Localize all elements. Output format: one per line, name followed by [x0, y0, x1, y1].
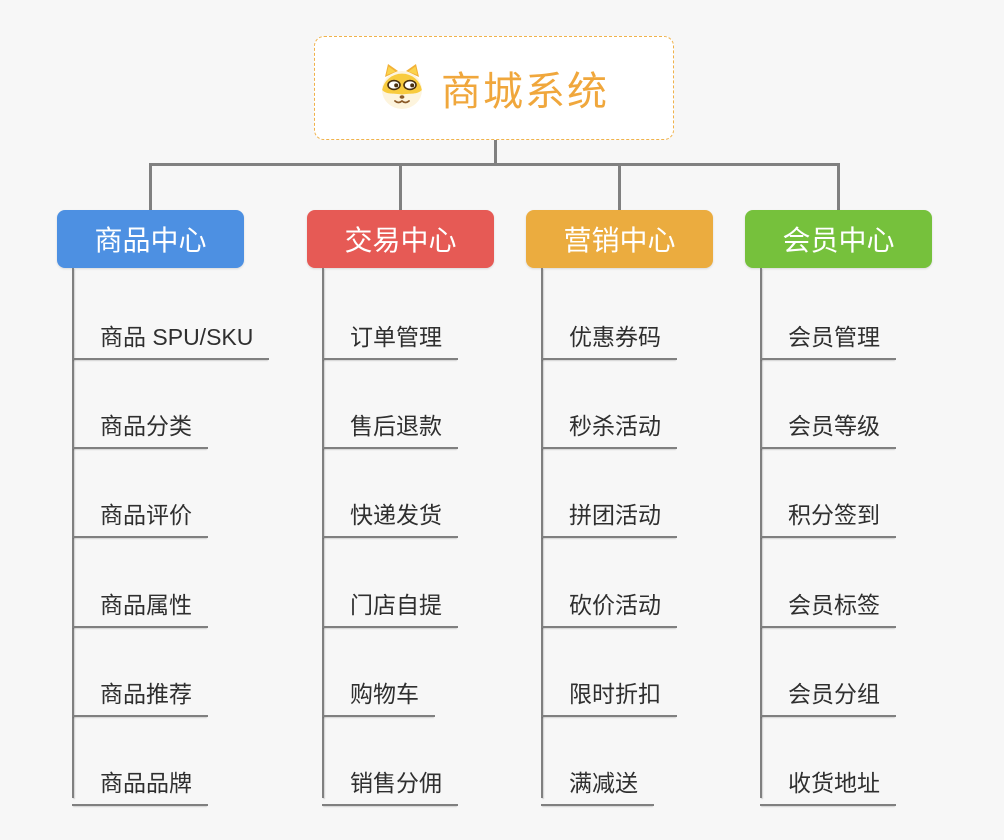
leaf-label: 拼团活动 — [569, 502, 661, 528]
leaf-label: 砍价活动 — [569, 592, 661, 618]
leaf-label: 会员分组 — [788, 681, 880, 707]
leaf-label: 商品推荐 — [100, 681, 192, 707]
branch-node[interactable]: 营销中心 — [526, 210, 713, 268]
leaf-label: 订单管理 — [350, 324, 442, 350]
leaf-label: 快递发货 — [350, 502, 442, 528]
leaf-item[interactable]: 售后退款 — [322, 401, 458, 449]
branches-horizontal-connector — [149, 163, 840, 166]
leaf-item[interactable]: 限时折扣 — [541, 669, 677, 717]
branch-node[interactable]: 商品中心 — [57, 210, 244, 268]
leaf-label: 优惠券码 — [569, 324, 661, 350]
leaf-item[interactable]: 销售分佣 — [322, 758, 458, 806]
branch-trade-center: 交易中心 订单管理售后退款快递发货门店自提购物车销售分佣 — [307, 210, 494, 806]
leaf-label: 购物车 — [350, 681, 419, 707]
branch-member-center: 会员中心 会员管理会员等级积分签到会员标签会员分组收货地址 — [745, 210, 932, 806]
leaf-label: 销售分佣 — [350, 770, 442, 796]
root-stem-connector — [494, 140, 497, 164]
leaf-label: 商品评价 — [100, 502, 192, 528]
leaf-item[interactable]: 满减送 — [541, 758, 654, 806]
leaf-item[interactable]: 会员等级 — [760, 401, 896, 449]
branch-product-center: 商品中心 商品 SPU/SKU 商品分类商品评价商品属性商品推荐商品品牌 — [57, 210, 270, 806]
branch-drop-connector — [399, 163, 402, 210]
doge-icon — [382, 64, 422, 109]
leaf-item[interactable]: 优惠券码 — [541, 312, 677, 360]
branch-leaves: 商品 SPU/SKU 商品分类商品评价商品属性商品推荐商品品牌 — [57, 210, 270, 806]
branch-marketing-center: 营销中心 优惠券码秒杀活动拼团活动砍价活动限时折扣满减送 — [526, 210, 713, 806]
leaf-label: 商品品牌 — [100, 770, 192, 796]
branch-leaves: 订单管理售后退款快递发货门店自提购物车销售分佣 — [307, 210, 494, 806]
leaf-label: 收货地址 — [788, 770, 880, 796]
leaf-item[interactable]: 商品评价 — [72, 490, 208, 538]
leaf-label: 门店自提 — [350, 592, 442, 618]
branch-trunk-line — [72, 268, 74, 798]
leaf-item[interactable]: 砍价活动 — [541, 580, 677, 628]
leaf-label: 商品属性 — [100, 592, 192, 618]
branch-leaves: 优惠券码秒杀活动拼团活动砍价活动限时折扣满减送 — [526, 210, 713, 806]
leaf-label: 售后退款 — [350, 413, 442, 439]
leaf-item[interactable]: 商品推荐 — [72, 669, 208, 717]
leaf-item[interactable]: 会员标签 — [760, 580, 896, 628]
leaf-label: 会员管理 — [788, 324, 880, 350]
leaf-item[interactable]: 会员分组 — [760, 669, 896, 717]
leaf-item[interactable]: 收货地址 — [760, 758, 896, 806]
leaf-item[interactable]: 秒杀活动 — [541, 401, 677, 449]
leaf-label: 会员等级 — [788, 413, 880, 439]
leaf-label: 秒杀活动 — [569, 413, 661, 439]
branch-trunk-line — [322, 268, 324, 798]
branch-node[interactable]: 会员中心 — [745, 210, 932, 268]
leaf-item[interactable]: 商品 SPU/SKU — [72, 312, 270, 360]
branch-leaves: 会员管理会员等级积分签到会员标签会员分组收货地址 — [745, 210, 932, 806]
branch-node[interactable]: 交易中心 — [307, 210, 494, 268]
branch-drop-connector — [149, 163, 152, 210]
leaf-item[interactable]: 商品品牌 — [72, 758, 208, 806]
root-node[interactable]: 商城系统 — [314, 36, 674, 140]
branch-trunk-line — [541, 268, 543, 798]
leaf-label: 商品 SPU/SKU — [100, 324, 254, 350]
leaf-item[interactable]: 订单管理 — [322, 312, 458, 360]
leaf-item[interactable]: 门店自提 — [322, 580, 458, 628]
leaf-item[interactable]: 积分签到 — [760, 490, 896, 538]
root-title: 商城系统 — [441, 70, 609, 114]
leaf-item[interactable]: 快递发货 — [322, 490, 458, 538]
leaf-item[interactable]: 商品属性 — [72, 580, 208, 628]
leaf-label: 会员标签 — [788, 592, 880, 618]
leaf-label: 限时折扣 — [569, 681, 661, 707]
leaf-label: 满减送 — [569, 770, 638, 796]
branch-drop-connector — [618, 163, 621, 210]
leaf-item[interactable]: 商品分类 — [72, 401, 208, 449]
branch-trunk-line — [760, 268, 762, 798]
leaf-label: 商品分类 — [100, 413, 192, 439]
leaf-label: 积分签到 — [788, 502, 880, 528]
branch-drop-connector — [837, 163, 840, 210]
leaf-item[interactable]: 会员管理 — [760, 312, 896, 360]
leaf-item[interactable]: 拼团活动 — [541, 490, 677, 538]
leaf-item[interactable]: 购物车 — [322, 669, 435, 717]
